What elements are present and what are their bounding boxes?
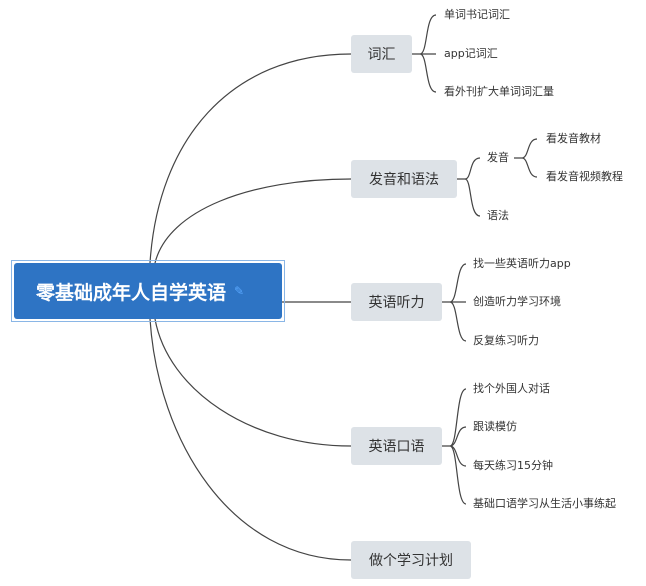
leaf-speaking-2[interactable]: 跟读模仿	[473, 420, 517, 433]
leaf-listening-1[interactable]: 找一些英语听力app	[473, 257, 571, 270]
bracket-speaking	[442, 388, 467, 505]
sub-pronunciation[interactable]: 发音	[487, 151, 509, 164]
root-topic[interactable]: 零基础成年人自学英语 ✎	[14, 263, 282, 319]
bracket-pronunciation	[457, 157, 481, 217]
sub-grammar[interactable]: 语法	[487, 209, 509, 222]
branch-vocab-label: 词汇	[367, 47, 396, 63]
branch-listening-label: 英语听力	[368, 295, 425, 311]
connector-root-pronunciation	[154, 178, 352, 264]
root-title: 零基础成年人自学英语	[36, 281, 227, 304]
connector-root-vocab	[149, 53, 352, 264]
leaf-vocab-2[interactable]: app记词汇	[444, 47, 498, 60]
leaf-listening-3[interactable]: 反复练习听力	[473, 334, 539, 347]
branch-pronunciation-grammar-label: 发音和语法	[369, 172, 439, 188]
root-selection-outline	[11, 260, 285, 322]
leaf-listening-2[interactable]: 创造听力学习环境	[473, 295, 561, 308]
leaf-vocab-3[interactable]: 看外刊扩大单词词汇量	[444, 85, 554, 98]
leaf-pronunciation-2[interactable]: 看发音视频教程	[546, 170, 623, 183]
leaf-speaking-1[interactable]: 找个外国人对话	[473, 382, 550, 395]
bracket-vocab	[412, 14, 437, 93]
pen-icon[interactable]: ✎	[234, 284, 245, 298]
leaf-pronunciation-1[interactable]: 看发音教材	[546, 132, 601, 145]
bracket-listening	[442, 263, 467, 342]
leaf-vocab-1[interactable]: 单词书记词汇	[444, 8, 510, 21]
leaf-speaking-4[interactable]: 基础口语学习从生活小事练起	[473, 497, 616, 510]
branch-listening[interactable]: 英语听力	[351, 283, 442, 321]
branch-study-plan[interactable]: 做个学习计划	[351, 541, 471, 579]
branch-pronunciation-grammar[interactable]: 发音和语法	[351, 160, 457, 198]
connector-root-plan	[149, 318, 352, 561]
branch-speaking[interactable]: 英语口语	[351, 427, 442, 465]
leaf-speaking-3[interactable]: 每天练习15分钟	[473, 459, 553, 472]
branch-speaking-label: 英语口语	[368, 439, 425, 455]
branch-vocab[interactable]: 词汇	[351, 35, 412, 73]
connector-root-speaking	[154, 318, 352, 447]
branch-study-plan-label: 做个学习计划	[369, 553, 453, 569]
bracket-pronunciation-sub	[514, 138, 538, 178]
